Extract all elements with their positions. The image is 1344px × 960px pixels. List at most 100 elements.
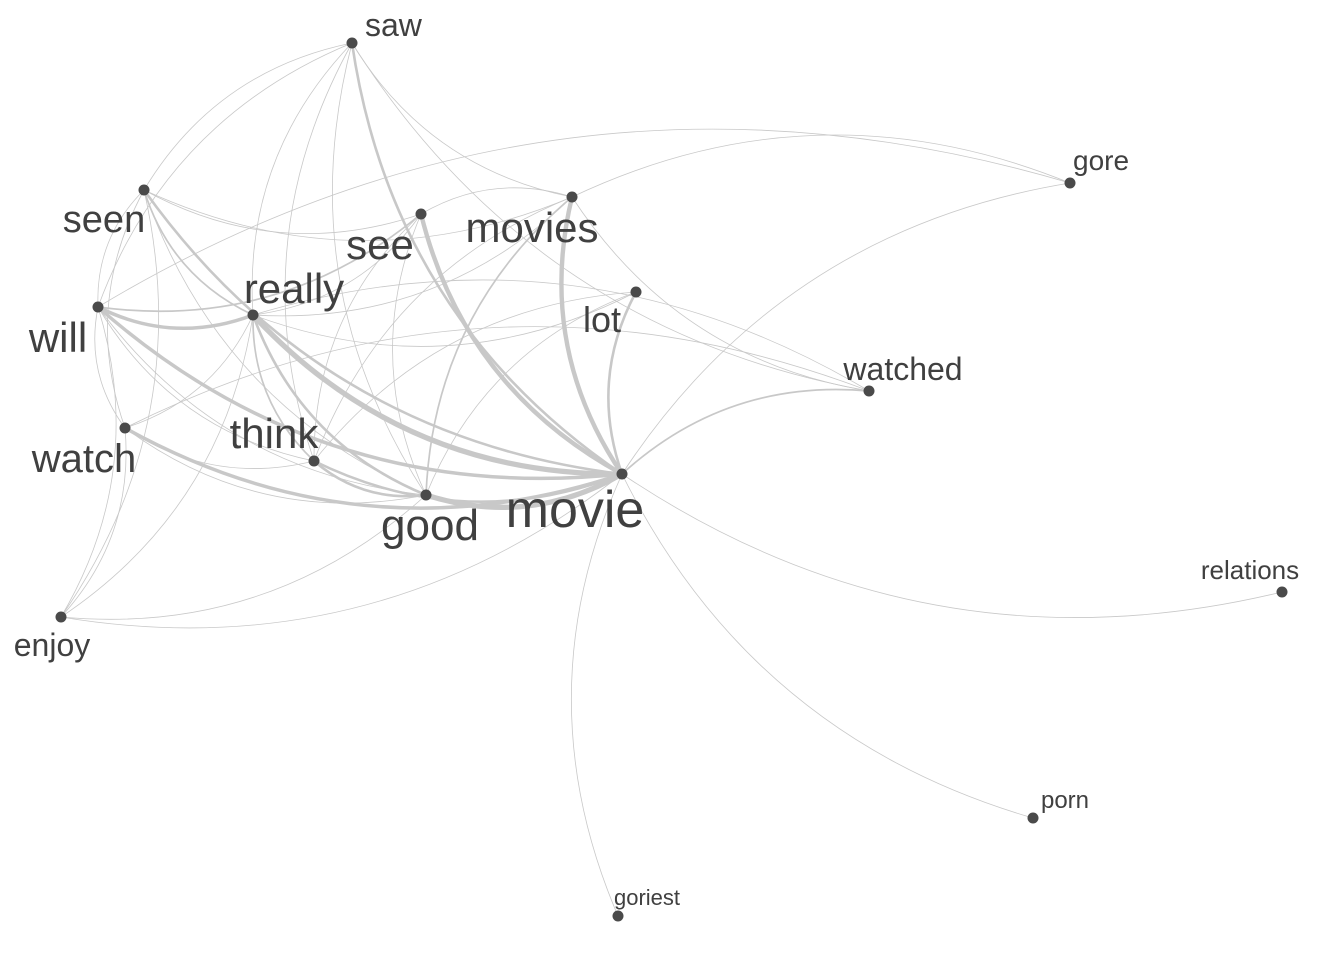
edge-watch-think [124, 427, 315, 469]
edge-will-think [97, 306, 315, 462]
edge-watch-really [124, 314, 254, 429]
edge-movies-see [420, 187, 573, 215]
edge-enjoy-really [60, 314, 254, 618]
node-dot-watched [863, 385, 875, 397]
edge-lot-good [425, 291, 637, 496]
node-movie: movie [506, 468, 644, 539]
edge-watched-watch [124, 326, 870, 429]
node-enjoy: enjoy [14, 611, 91, 663]
node-really: really [244, 265, 344, 321]
edge-enjoy-good [60, 494, 427, 620]
edge-gore-movies [571, 134, 1071, 198]
node-label-good: good [381, 501, 479, 550]
edge-lot-movie [607, 290, 638, 476]
node-dot-porn [1027, 812, 1039, 824]
edge-enjoy-will [60, 306, 117, 618]
edge-really-think [252, 314, 315, 462]
edge-will-really [96, 305, 255, 331]
node-dot-watch [119, 422, 131, 434]
edge-saw-movies [351, 42, 573, 198]
edge-saw-good [332, 42, 427, 496]
node-label-movies: movies [465, 204, 598, 251]
nodes-layer: saw gore seen see movies lot really will watched… [14, 7, 1299, 922]
edge-seen-good [143, 189, 427, 496]
node-will: will [28, 301, 104, 361]
edge-saw-really [251, 42, 353, 316]
node-dot-relations [1276, 586, 1288, 598]
edge-gore-movie [621, 182, 1071, 475]
edge-watched-movie [621, 388, 870, 475]
edge-think-movie [312, 459, 624, 503]
edge-will-good [97, 306, 427, 496]
node-lot: lot [583, 286, 642, 340]
node-dot-enjoy [55, 611, 67, 623]
edge-saw-seen [143, 42, 353, 191]
edge-seen-see [143, 189, 422, 235]
node-dot-lot [630, 286, 642, 298]
edge-think-good [312, 459, 428, 498]
edges-layer [60, 41, 1283, 917]
node-label-porn: porn [1041, 787, 1089, 814]
edge-saw-watched [351, 42, 870, 392]
node-dot-movies [566, 191, 578, 203]
edge-really-movies [252, 196, 573, 317]
edge-watch-good [124, 427, 427, 504]
node-gore: gore [1064, 145, 1129, 189]
node-good: good [381, 489, 479, 550]
node-label-see: see [346, 221, 414, 268]
node-label-gore: gore [1073, 145, 1129, 176]
edge-enjoy-seen [60, 189, 160, 618]
edge-will-see [97, 213, 422, 313]
node-goriest: goriest [612, 885, 680, 922]
node-label-watch: watch [31, 437, 137, 481]
edge-movie-porn [621, 473, 1034, 819]
node-see: see [346, 208, 427, 268]
edge-movie-relations [621, 473, 1283, 618]
edge-really-movie [250, 312, 625, 477]
edge-lot-think [313, 291, 637, 462]
node-label-really: really [244, 265, 344, 312]
node-label-think: think [230, 410, 320, 457]
edge-seen-watch [107, 189, 145, 429]
node-dot-see [415, 208, 427, 220]
node-dot-seen [138, 184, 150, 196]
edge-saw-movie [350, 41, 624, 476]
node-porn: porn [1027, 787, 1089, 824]
edge-see-think [313, 213, 422, 462]
node-label-enjoy: enjoy [14, 627, 91, 663]
edge-movies-watched [571, 196, 870, 392]
edge-gore-will [97, 128, 1071, 308]
edge-see-good [392, 213, 427, 496]
edge-saw-think [284, 42, 353, 462]
node-relations: relations [1201, 555, 1299, 598]
edge-watched-really [252, 279, 870, 392]
edge-saw-will [97, 42, 353, 308]
edge-see-movie [418, 211, 625, 477]
edge-seen-will [97, 189, 145, 308]
node-dot-will [92, 301, 104, 313]
node-dot-really [247, 309, 259, 321]
edge-enjoy-movie [60, 473, 623, 629]
edge-will-watch [94, 306, 126, 429]
node-dot-good [420, 489, 432, 501]
edge-movies-movie [559, 194, 625, 477]
node-dot-goriest [612, 910, 624, 922]
edge-movies-think [313, 196, 573, 462]
node-movies: movies [465, 191, 599, 251]
node-think: think [230, 410, 320, 467]
node-watched: watched [842, 351, 963, 397]
edge-movies-good [425, 196, 573, 496]
node-label-seen: seen [63, 199, 145, 241]
edge-movie-goriest [570, 473, 623, 917]
node-dot-saw [346, 37, 358, 49]
node-label-relations: relations [1201, 555, 1299, 585]
node-saw: saw [346, 7, 423, 49]
node-label-will: will [28, 314, 87, 361]
edge-will-movie [96, 305, 624, 481]
edge-seen-movie [142, 188, 624, 476]
edge-enjoy-watch [60, 427, 127, 618]
node-label-saw: saw [365, 7, 423, 43]
node-label-watched: watched [842, 351, 962, 387]
node-watch: watch [31, 422, 137, 481]
